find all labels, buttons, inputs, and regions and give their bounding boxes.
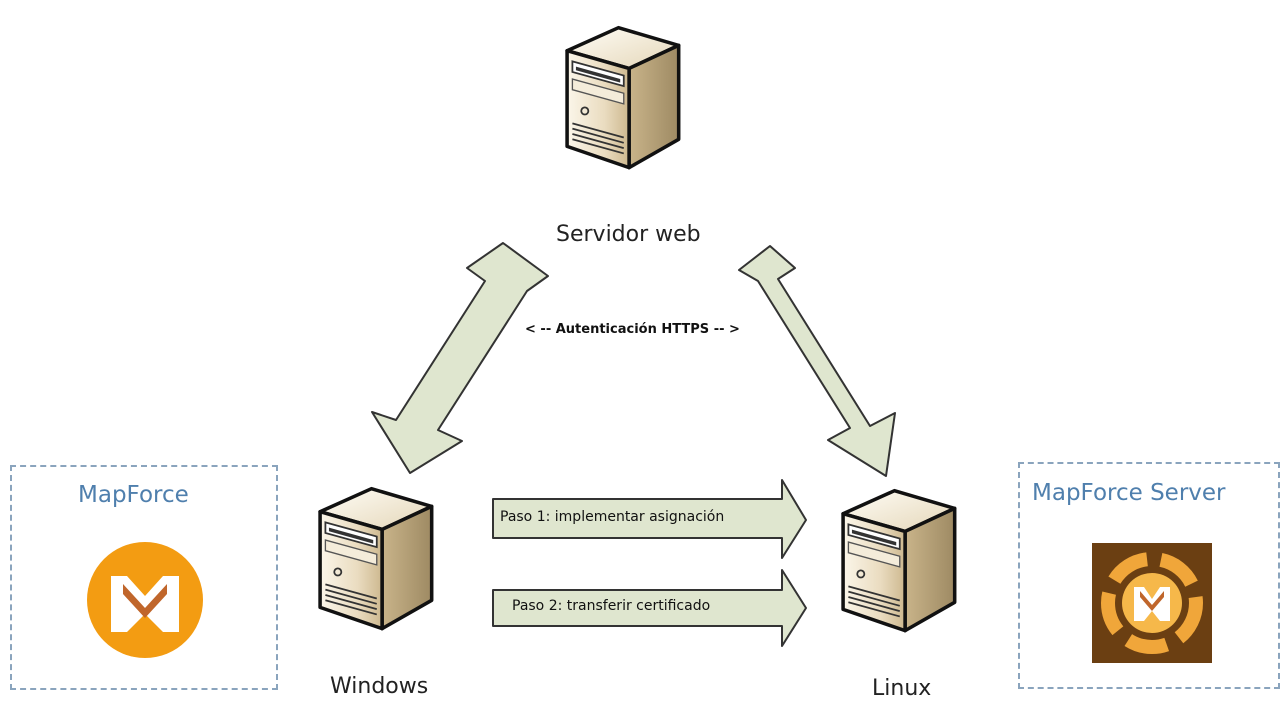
step-2-label: Paso 2: transferir certificado — [512, 598, 711, 614]
double-arrow-windows-web — [371, 242, 549, 474]
mapforce-logo-icon — [87, 542, 203, 658]
mapforce-title: MapForce — [78, 482, 189, 508]
step-1-arrow — [492, 479, 807, 559]
linux-server-icon — [836, 474, 960, 642]
mapforce-box — [10, 465, 278, 690]
linux-label: Linux — [872, 676, 932, 701]
web-server-icon — [560, 10, 684, 180]
mapforce-server-logo-icon — [1092, 543, 1212, 663]
windows-label: Windows — [330, 674, 429, 699]
mapforce-server-title: MapForce Server — [1032, 480, 1226, 506]
step-2-arrow — [492, 569, 807, 647]
web-server-label: Servidor web — [556, 222, 701, 247]
mapforce-server-box — [1018, 462, 1280, 689]
double-arrow-web-linux — [738, 245, 896, 477]
https-auth-label: < -- Autenticación HTTPS -- > — [525, 322, 740, 337]
step-1-label: Paso 1: implementar asignación — [500, 509, 725, 525]
windows-server-icon — [313, 472, 437, 640]
